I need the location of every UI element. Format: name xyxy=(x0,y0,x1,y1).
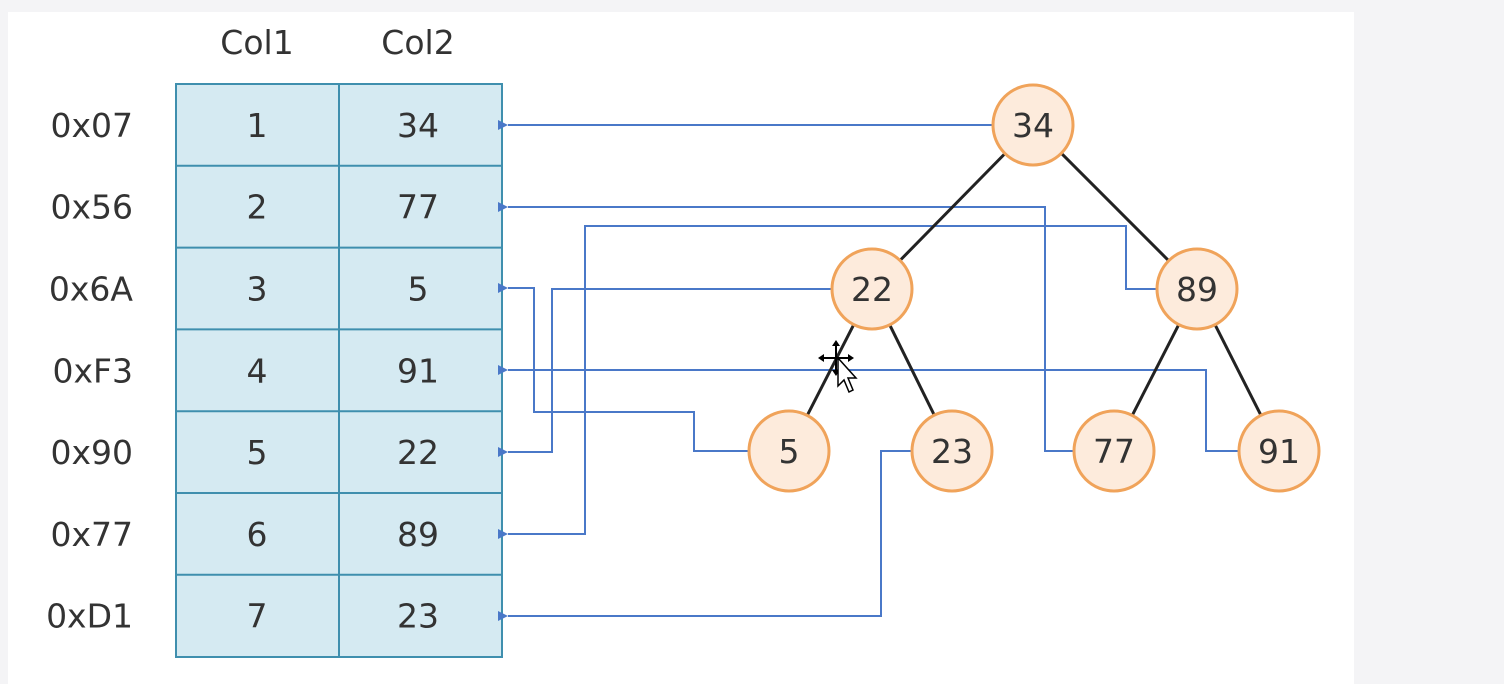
col2-cell: 23 xyxy=(397,597,439,636)
row-pointers xyxy=(498,120,1239,621)
table-row: 0x77 6 89 xyxy=(50,492,502,554)
col1-cell: 6 xyxy=(247,515,268,554)
row-address: 0xF3 xyxy=(52,351,133,390)
tree-edge xyxy=(887,322,937,418)
node-label: 77 xyxy=(1093,432,1135,471)
col1-cell: 7 xyxy=(247,597,268,636)
pointer-line-91 xyxy=(498,365,1239,452)
node-label: 34 xyxy=(1012,106,1054,145)
tree-edge xyxy=(1129,322,1182,418)
pointer-line-23 xyxy=(498,450,912,621)
col2-cell: 89 xyxy=(397,515,439,554)
node-circle xyxy=(991,83,1075,167)
node-label: 22 xyxy=(851,270,893,309)
pointer-line-77 xyxy=(498,202,1074,452)
node-label: 23 xyxy=(931,432,973,471)
tree-edge xyxy=(804,322,857,418)
row-address: 0x07 xyxy=(50,106,133,145)
pointer-line-89 xyxy=(498,225,1157,539)
table-row: 0xD1 7 23 xyxy=(46,573,502,636)
table-row: 0x56 2 77 xyxy=(50,164,502,227)
move-cursor-icon xyxy=(818,340,858,394)
tree-node-77: 77 xyxy=(1072,409,1156,493)
col2-header: Col2 xyxy=(381,23,454,62)
table-row: 0x6A 3 5 xyxy=(49,246,502,309)
col1-cell: 3 xyxy=(247,270,268,309)
node-circle xyxy=(1155,247,1239,331)
diagram-canvas: Col1 Col2 0x07 1 34 0x56 2 77 0x6A 3 5 0xF3 4 91 0x9… xyxy=(8,12,1354,684)
row-address: 0x90 xyxy=(50,433,133,472)
table-row: 0x07 1 34 xyxy=(50,106,439,145)
tree-edge xyxy=(897,151,1008,263)
col1-cell: 1 xyxy=(247,106,268,145)
node-circle xyxy=(1072,409,1156,493)
node-circle xyxy=(910,409,994,493)
pointer-line-22 xyxy=(498,288,832,457)
node-label: 89 xyxy=(1176,270,1218,309)
row-address: 0x6A xyxy=(49,270,134,309)
row-address: 0xD1 xyxy=(46,597,133,636)
tree-edge xyxy=(1212,322,1264,418)
col2-cell: 77 xyxy=(397,188,439,227)
col2-cell: 22 xyxy=(397,433,439,472)
tree-node-34: 34 xyxy=(991,83,1075,167)
tree-edges xyxy=(804,150,1264,418)
node-circle xyxy=(830,247,914,331)
col1-header: Col1 xyxy=(220,23,293,62)
tree-node-91: 91 xyxy=(1237,409,1321,493)
index-tree-diagram: Col1 Col2 0x07 1 34 0x56 2 77 0x6A 3 5 0xF3 4 91 0x9… xyxy=(46,23,1321,658)
pointer-line-5 xyxy=(498,283,749,452)
node-circle xyxy=(747,409,831,493)
data-table: Col1 Col2 0x07 1 34 0x56 2 77 0x6A 3 5 0xF3 4 91 0x9… xyxy=(46,23,503,658)
table-row: 0x90 5 22 xyxy=(50,410,502,472)
col2-cell: 91 xyxy=(397,351,439,390)
col1-cell: 2 xyxy=(247,188,268,227)
node-circle xyxy=(1237,409,1321,493)
row-address: 0x77 xyxy=(50,515,133,554)
table-rows: 0x07 1 34 0x56 2 77 0x6A 3 5 0xF3 4 91 0x90 5 22 0x77 6 8… xyxy=(46,84,502,657)
col2-cell: 34 xyxy=(397,106,439,145)
tree-node-22: 22 xyxy=(830,247,914,331)
tree-node-89: 89 xyxy=(1155,247,1239,331)
col2-cell: 5 xyxy=(408,270,429,309)
col1-cell: 5 xyxy=(247,433,268,472)
col1-cell: 4 xyxy=(247,351,268,390)
tree-node-5: 5 xyxy=(747,409,831,493)
tree-edge xyxy=(1058,150,1172,264)
table-row: 0xF3 4 91 xyxy=(52,328,502,390)
row-address: 0x56 xyxy=(50,188,133,227)
node-label: 5 xyxy=(779,432,800,471)
tree-nodes: 34 22 89 5 23 77 91 xyxy=(747,83,1321,493)
node-label: 91 xyxy=(1258,432,1300,471)
tree-node-23: 23 xyxy=(910,409,994,493)
